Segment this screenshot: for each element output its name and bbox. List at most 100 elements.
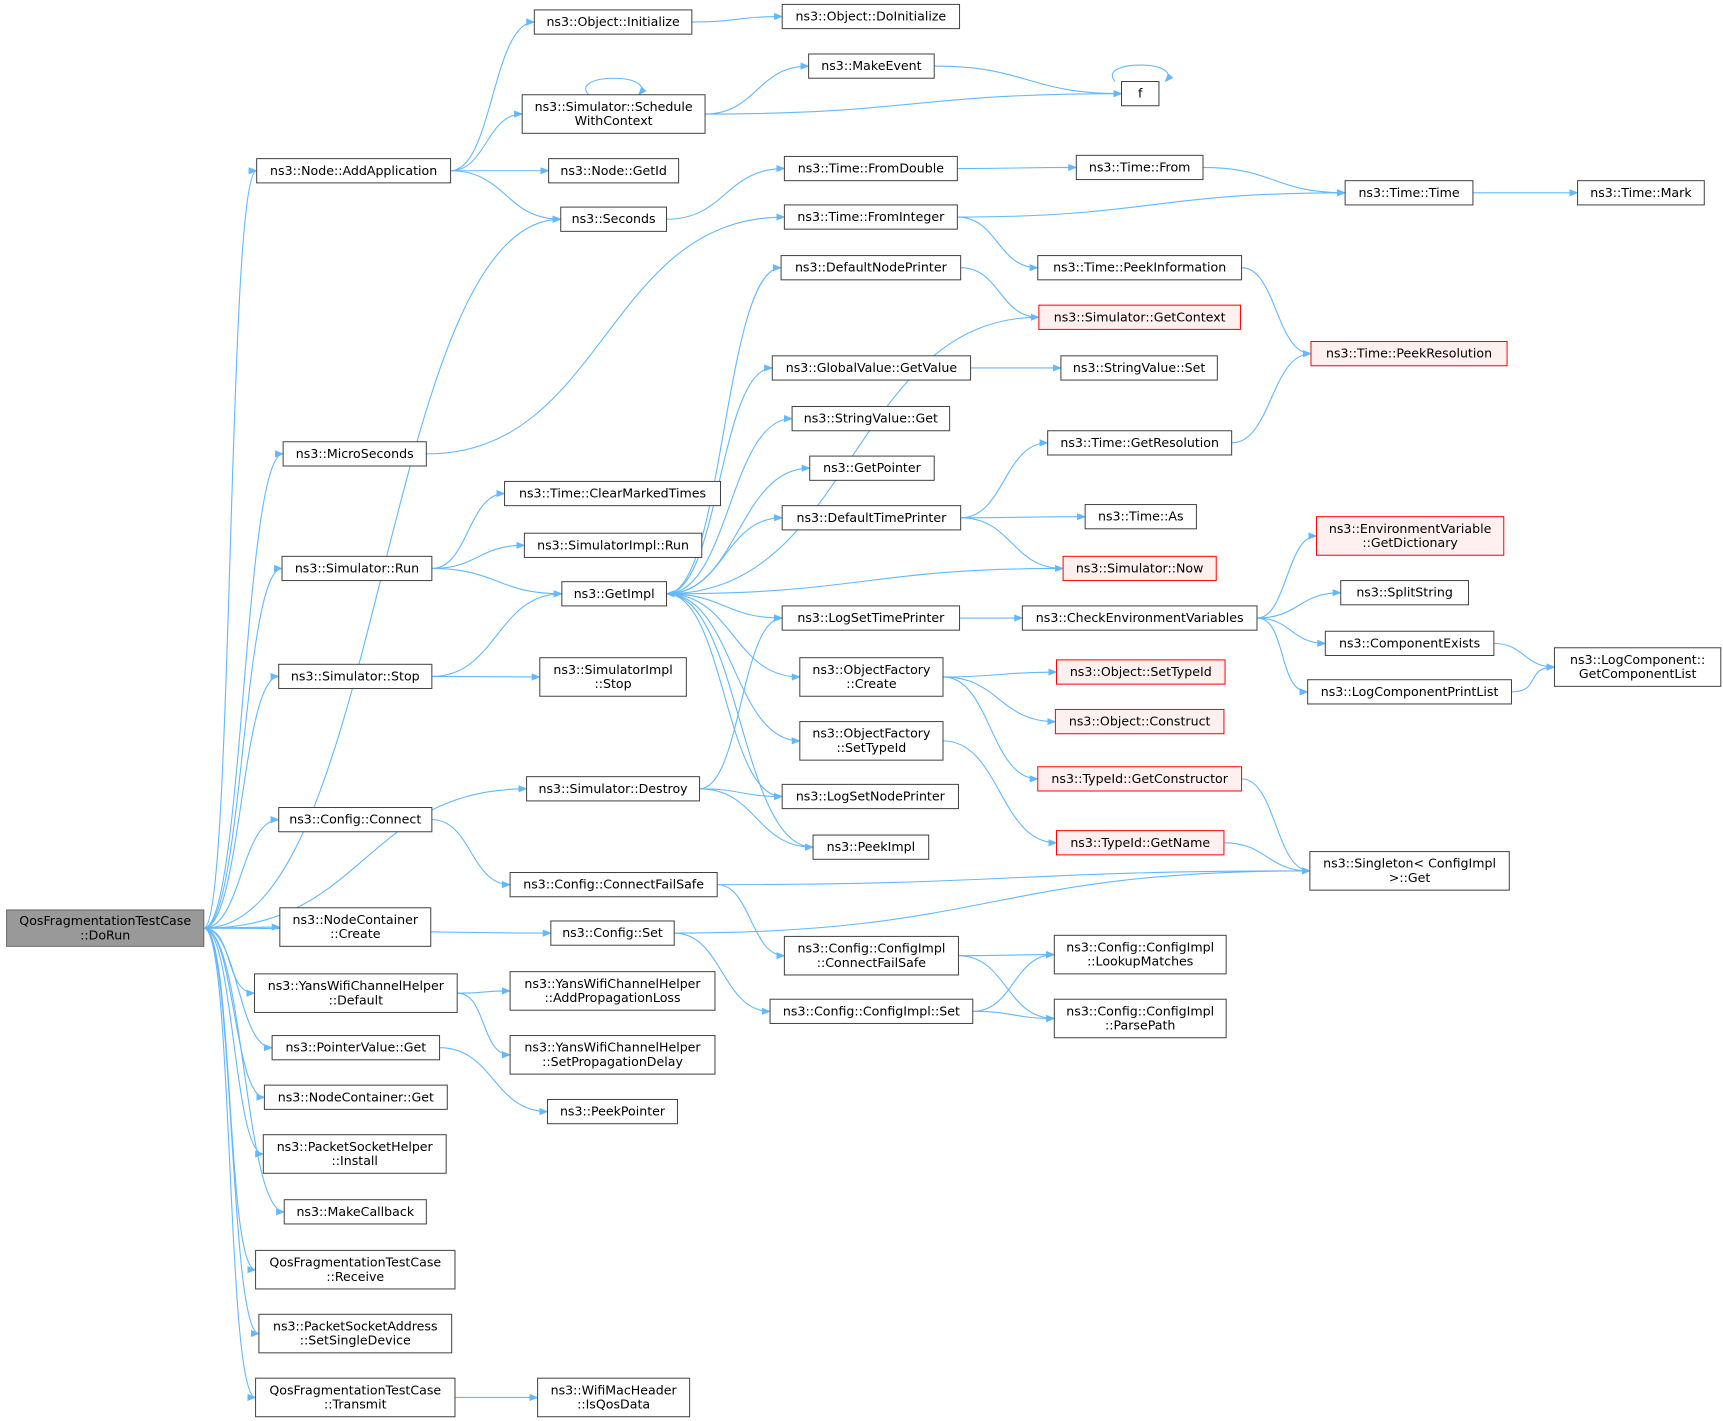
node-box-deftimeprinter[interactable] — [781, 505, 962, 531]
node-box-setsingledev[interactable] — [258, 1313, 453, 1354]
node-box-getid[interactable] — [548, 158, 680, 184]
node-simimplstop[interactable]: ns3::SimulatorImpl::Stop — [539, 657, 687, 697]
node-initialize[interactable]: ns3::Object::Initialize — [533, 9, 693, 35]
node-yansdefault[interactable]: ns3::YansWifiChannelHelper::Default — [253, 973, 458, 1013]
node-simrun[interactable]: ns3::Simulator::Run — [281, 555, 433, 582]
node-box-peekpointer[interactable] — [547, 1098, 679, 1125]
node-getid[interactable]: ns3::Node::GetId — [548, 158, 680, 184]
node-deftimeprinter[interactable]: ns3::DefaultTimePrinter — [781, 505, 962, 531]
node-timeas[interactable]: ns3::Time::As — [1084, 504, 1197, 530]
node-cfgconnect[interactable]: ns3::Config::Connect — [278, 807, 433, 833]
node-transmit[interactable]: QosFragmentationTestCase::Transmit — [255, 1377, 456, 1418]
node-simdestroy[interactable]: ns3::Simulator::Destroy — [526, 776, 701, 802]
node-peekpointer[interactable]: ns3::PeekPointer — [547, 1098, 679, 1125]
node-box-transmit[interactable] — [255, 1377, 456, 1418]
node-box-lookupmatches[interactable] — [1053, 934, 1227, 975]
node-box-parsepath[interactable] — [1053, 998, 1227, 1039]
node-cfgset[interactable]: ns3::Config::Set — [550, 920, 675, 946]
node-box-cfgconnectfs[interactable] — [509, 872, 718, 898]
node-peekinfo[interactable]: ns3::Time::PeekInformation — [1037, 255, 1243, 281]
node-box-logcomplist[interactable] — [1553, 647, 1722, 687]
node-from[interactable]: ns3::Time::From — [1075, 154, 1204, 181]
node-box-microseconds[interactable] — [282, 441, 427, 467]
node-box-ncget[interactable] — [263, 1084, 448, 1110]
node-peekres[interactable]: ns3::Time::PeekResolution — [1310, 341, 1508, 367]
node-box-initialize[interactable] — [533, 9, 693, 35]
node-box-mark[interactable] — [1577, 180, 1705, 206]
node-box-ofsettypeid[interactable] — [799, 721, 944, 761]
node-box-cfgset[interactable] — [550, 920, 675, 946]
node-box-makeevent[interactable] — [808, 53, 935, 79]
node-box-peekinfo[interactable] — [1037, 255, 1243, 281]
node-checkenv[interactable]: ns3::CheckEnvironmentVariables — [1021, 605, 1258, 631]
node-box-objsettypeid[interactable] — [1055, 659, 1226, 685]
node-box-seconds[interactable] — [560, 206, 668, 232]
node-lookupmatches[interactable]: ns3::Config::ConfigImpl::LookupMatches — [1053, 934, 1227, 975]
node-box-fromdouble[interactable] — [783, 155, 958, 182]
node-box-getpointer[interactable] — [809, 455, 935, 481]
node-svset[interactable]: ns3::StringValue::Set — [1060, 355, 1218, 381]
node-pvget[interactable]: ns3::PointerValue::Get — [271, 1035, 441, 1061]
node-splitstring[interactable]: ns3::SplitString — [1340, 580, 1470, 606]
node-objsettypeid[interactable]: ns3::Object::SetTypeId — [1055, 659, 1226, 685]
node-box-simimplrun[interactable] — [523, 532, 703, 558]
node-box-checkenv[interactable] — [1021, 605, 1258, 631]
node-doinit[interactable]: ns3::Object::DoInitialize — [781, 3, 961, 30]
node-getres[interactable]: ns3::Time::GetResolution — [1047, 430, 1233, 456]
node-parsepath[interactable]: ns3::Config::ConfigImpl::ParsePath — [1053, 998, 1227, 1039]
node-box-from[interactable] — [1075, 154, 1204, 181]
node-simstop[interactable]: ns3::Simulator::Stop — [278, 663, 433, 690]
node-microseconds[interactable]: ns3::MicroSeconds — [282, 441, 427, 467]
node-box-ofcreate[interactable] — [799, 657, 944, 697]
node-root[interactable]: QosFragmentationTestCase::DoRun — [6, 909, 205, 947]
node-cfgconnectfs[interactable]: ns3::Config::ConnectFailSafe — [509, 872, 718, 898]
node-addapp[interactable]: ns3::Node::AddApplication — [256, 158, 452, 184]
node-box-makecallback[interactable] — [283, 1199, 427, 1225]
node-box-pvget[interactable] — [271, 1035, 441, 1061]
node-box-logsetnode[interactable] — [781, 783, 959, 810]
node-simnow[interactable]: ns3::Simulator::Now — [1062, 555, 1217, 582]
node-cicfs[interactable]: ns3::Config::ConfigImpl::ConnectFailSafe — [783, 935, 959, 976]
node-box-peekres[interactable] — [1310, 341, 1508, 367]
node-box-getres[interactable] — [1047, 430, 1233, 456]
node-box-addapp[interactable] — [256, 158, 452, 184]
node-box-addproploss[interactable] — [509, 971, 716, 1011]
node-box-frominteger[interactable] — [783, 204, 958, 230]
node-isqosdata[interactable]: ns3::WifiMacHeader::IsQosData — [537, 1377, 691, 1418]
node-box-clearmarked[interactable] — [504, 480, 721, 507]
node-box-isqosdata[interactable] — [537, 1377, 691, 1418]
node-frominteger[interactable]: ns3::Time::FromInteger — [783, 204, 958, 230]
node-fromdouble[interactable]: ns3::Time::FromDouble — [783, 155, 958, 182]
node-envdict[interactable]: ns3::EnvironmentVariable::GetDictionary — [1315, 516, 1505, 556]
node-box-gvgetvalue[interactable] — [771, 355, 972, 381]
node-receive[interactable]: QosFragmentationTestCase::Receive — [255, 1249, 456, 1290]
node-logsetnode[interactable]: ns3::LogSetNodePrinter — [781, 783, 959, 810]
node-setpropdelay[interactable]: ns3::YansWifiChannelHelper::SetPropagati… — [509, 1035, 716, 1075]
node-box-simnow[interactable] — [1062, 555, 1217, 582]
node-box-psinstall[interactable] — [262, 1134, 447, 1174]
node-compexists[interactable]: ns3::ComponentExists — [1324, 630, 1495, 656]
node-logcompprint[interactable]: ns3::LogComponentPrintList — [1307, 679, 1512, 705]
node-box-peekimpl[interactable] — [812, 834, 930, 860]
node-box-getcontext[interactable] — [1038, 304, 1241, 330]
node-box-logcompprint[interactable] — [1307, 679, 1512, 705]
node-getname[interactable]: ns3::TypeId::GetName — [1055, 830, 1225, 856]
node-objconstruct[interactable]: ns3::Object::Construct — [1054, 708, 1225, 735]
node-mark[interactable]: ns3::Time::Mark — [1577, 180, 1705, 206]
node-addproploss[interactable]: ns3::YansWifiChannelHelper::AddPropagati… — [509, 971, 716, 1011]
node-getimpl[interactable]: ns3::GetImpl — [561, 581, 668, 607]
node-box-getname[interactable] — [1055, 830, 1225, 856]
node-box-nccreate[interactable] — [279, 907, 432, 947]
node-box-root[interactable] — [6, 909, 205, 947]
node-box-timeas[interactable] — [1084, 504, 1197, 530]
node-ncget[interactable]: ns3::NodeContainer::Get — [263, 1084, 448, 1110]
node-box-simimplstop[interactable] — [539, 657, 687, 697]
node-box-ciset[interactable] — [769, 998, 974, 1024]
node-simimplrun[interactable]: ns3::SimulatorImpl::Run — [523, 532, 703, 558]
node-getpointer[interactable]: ns3::GetPointer — [809, 455, 935, 481]
node-box-receive[interactable] — [255, 1249, 456, 1290]
node-getcontext[interactable]: ns3::Simulator::GetContext — [1038, 304, 1241, 330]
node-box-envdict[interactable] — [1315, 516, 1505, 556]
node-box-logsettime[interactable] — [781, 605, 961, 631]
node-box-svget[interactable] — [791, 406, 951, 432]
